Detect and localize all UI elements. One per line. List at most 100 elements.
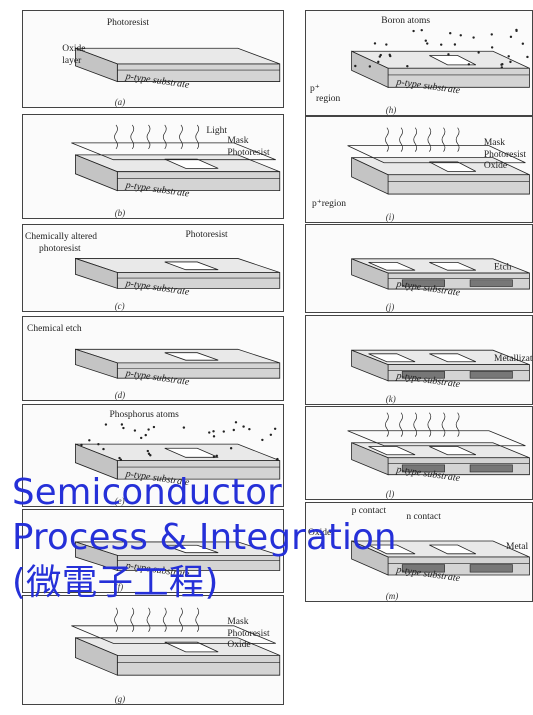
oxide-window: [164, 261, 219, 271]
dopant-atom: [269, 433, 273, 437]
light-ray: [413, 412, 418, 437]
doped-well: [401, 371, 445, 379]
light-ray: [455, 127, 460, 152]
dopant-atom: [88, 439, 91, 442]
oxide-window: [164, 352, 219, 361]
light-ray: [130, 607, 135, 633]
light-ray: [427, 412, 432, 437]
dopant-atom: [467, 63, 471, 66]
doped-well: [469, 464, 513, 473]
wafer-side: [351, 442, 389, 476]
title-line-1: Semiconductor: [12, 472, 282, 513]
panel-label: n contact: [406, 512, 441, 522]
dopant-atom: [229, 447, 233, 450]
wafer-side: [75, 257, 118, 289]
title-line-2: Process & Integration: [12, 517, 397, 558]
panel-f-drawing: p-type substrate(f): [75, 541, 281, 592]
mask-plate: [347, 145, 526, 164]
panel-caption: (d): [115, 390, 126, 400]
wafer-side: [75, 637, 118, 676]
panel-caption: (k): [386, 394, 396, 404]
light-ray: [399, 412, 403, 437]
dopant-atom: [102, 447, 105, 451]
wafer-side: [75, 443, 118, 480]
dopant-atom: [215, 454, 219, 458]
panel-label: p contact: [352, 506, 387, 516]
dopant-atom: [120, 423, 124, 426]
wafer-side: [75, 154, 118, 192]
dopant-atom: [507, 55, 510, 58]
panel-label: Oxide: [308, 528, 331, 538]
wafer-side: [351, 258, 389, 290]
dopant-atom: [420, 28, 423, 32]
panel-label: Oxide: [484, 161, 507, 171]
wafer-side: [351, 157, 389, 195]
oxide-window: [164, 158, 219, 169]
dopant-atom: [97, 443, 100, 446]
panel-label: p⁺: [310, 84, 320, 94]
dopant-atom: [144, 433, 147, 437]
light-ray: [441, 412, 446, 437]
light-ray: [162, 124, 167, 150]
oxide-window: [429, 261, 477, 271]
panel-label: Photoresist: [227, 148, 270, 158]
panel-k: p-type substrateMetallization(k): [305, 315, 533, 405]
panel-label: Chemically altered: [25, 232, 97, 242]
light-ray: [114, 124, 118, 150]
dopant-atom: [406, 64, 409, 68]
wafer-front: [116, 655, 281, 676]
oxide-window: [368, 446, 416, 456]
doped-well: [401, 464, 445, 473]
panel-label: Chemical etch: [27, 324, 82, 334]
dopant-atom: [500, 66, 504, 69]
light-ray: [179, 607, 183, 633]
dopant-atom: [379, 53, 382, 57]
dopant-atom: [440, 43, 443, 46]
doped-well: [469, 564, 513, 573]
dopant-atom: [447, 53, 450, 56]
dopant-atom: [146, 449, 150, 453]
dopant-atom: [232, 428, 235, 432]
doped-well: [469, 279, 513, 287]
panel-l: p-type substrate(l): [305, 406, 533, 500]
wafer-side: [351, 349, 389, 382]
panel-caption: (e): [115, 496, 125, 506]
light-ray: [146, 124, 151, 150]
panel-caption: (c): [115, 301, 125, 311]
dopant-atom: [424, 39, 427, 42]
wafer-side: [75, 47, 118, 83]
wafer-side: [351, 540, 389, 576]
panel-caption: (f): [115, 582, 124, 592]
light-ray: [413, 127, 418, 152]
light-ray: [162, 607, 167, 633]
light-ray: [399, 127, 403, 152]
oxide-window: [429, 446, 477, 456]
dopant-atom: [248, 427, 251, 431]
light-ray: [179, 124, 183, 150]
panel-label: Light: [206, 126, 227, 136]
dopant-atom: [152, 425, 156, 429]
oxide-window: [164, 447, 219, 458]
dopant-atom: [80, 443, 83, 447]
light-ray: [385, 127, 389, 152]
light-ray: [195, 607, 200, 633]
panel-label: Phosphorus atoms: [109, 410, 179, 420]
oxide-window: [368, 261, 416, 271]
dopant-atom: [385, 43, 388, 46]
light-ray: [130, 124, 135, 150]
light-ray: [195, 124, 200, 150]
dopant-atom: [477, 51, 480, 54]
dopant-atom: [373, 42, 377, 45]
oxide-window: [368, 353, 416, 363]
